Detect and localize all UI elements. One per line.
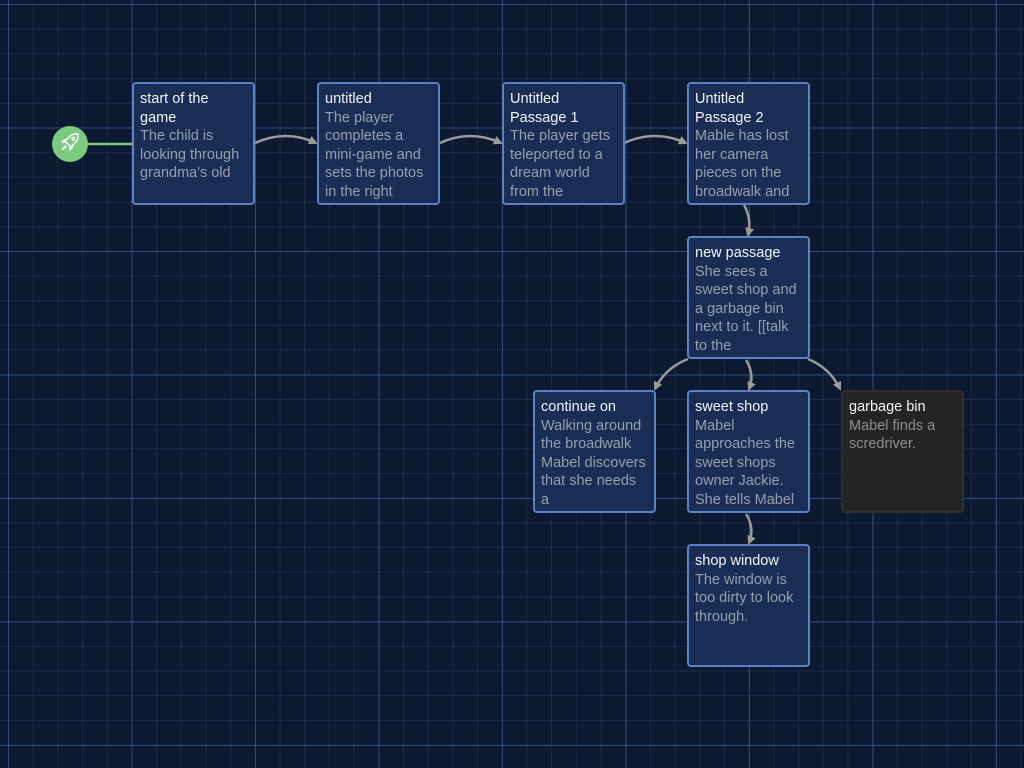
link-arrow [742,204,755,237]
passage-card[interactable]: shop window The window is too dirty to l… [687,544,810,667]
passage-title: new passage [695,245,781,261]
link-arrow [439,134,503,145]
passage-title: garbage bin [849,399,926,415]
passage-excerpt: The window is too dirty to look through. [695,571,794,625]
passage-excerpt: Mabel finds a scredriver. [849,417,936,453]
passage-card[interactable]: Untitled Passage 1 The player gets telep… [502,82,625,205]
passage-card[interactable]: start of the game The child is looking t… [132,82,255,205]
passage-card[interactable]: new passage She sees a sweet shop and a … [687,236,810,359]
passage-card[interactable]: sweet shop Mabel approaches the sweet sh… [687,390,810,513]
passage-excerpt: Mable has lost her camera pieces on the … [695,128,790,200]
link-arrow [807,357,842,391]
passage-excerpt: The player gets teleported to a dream wo… [510,128,610,200]
passage-title: start of the game [140,91,209,126]
rocket-icon [60,132,80,157]
passage-card[interactable]: garbage bin Mabel finds a scredriver. [841,390,964,513]
start-marker[interactable] [52,126,88,162]
passage-title: continue on [541,399,616,415]
link-arrow [653,357,689,391]
link-arrow [254,134,318,145]
link-arrow [744,513,756,545]
passage-excerpt: The child is looking through grandma's o… [140,128,240,181]
passage-card[interactable]: Untitled Passage 2 Mable has lost her ca… [687,82,810,205]
passage-excerpt: Walking around the broadwalk Mabel disco… [541,417,646,508]
passage-card[interactable]: continue on Walking around the broadwalk… [533,390,656,513]
passage-excerpt: The player completes a mini-game and set… [325,109,424,200]
passage-excerpt: Mabel approaches the sweet shops owner J… [695,417,795,508]
passage-title: Untitled Passage 2 [695,91,764,126]
link-arrow [744,359,756,391]
passage-excerpt: She sees a sweet shop and a garbage bin … [695,263,797,354]
link-arrow [623,134,688,145]
passage-title: untitled [325,91,372,107]
passage-title: Untitled Passage 1 [510,91,579,126]
passage-title: shop window [695,553,779,569]
passage-card[interactable]: untitled The player completes a mini-gam… [317,82,440,205]
passage-title: sweet shop [695,399,769,415]
